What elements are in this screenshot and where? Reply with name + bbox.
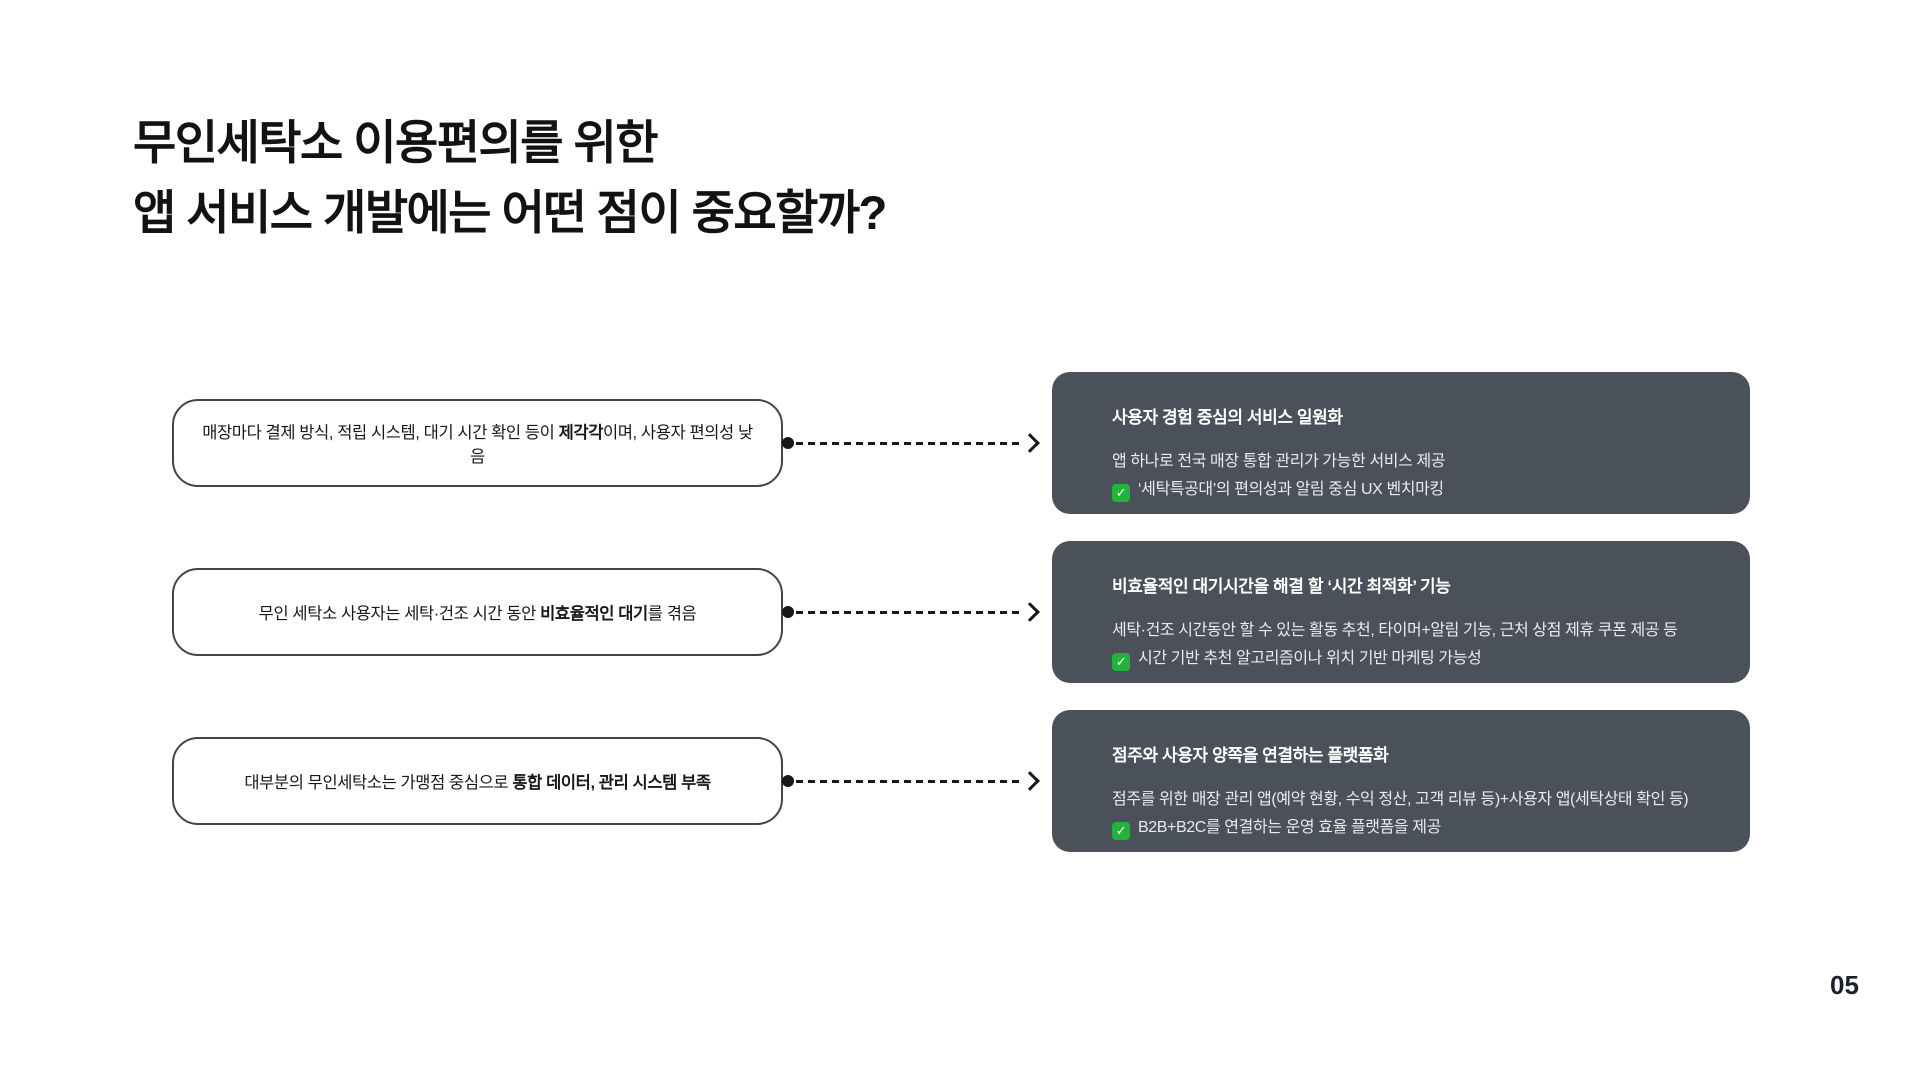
problem-card-3: 대부분의 무인세탁소는 가맹점 중심으로 통합 데이터, 관리 시스템 부족 <box>172 737 783 825</box>
problem-text-2: 무인 세탁소 사용자는 세탁·건조 시간 동안 비효율적인 대기를 겪음 <box>233 600 723 624</box>
dashed-line <box>796 779 1024 783</box>
mapping-row-3: 대부분의 무인세탁소는 가맹점 중심으로 통합 데이터, 관리 시스템 부족 점… <box>0 710 1920 852</box>
mapping-row-2: 무인 세탁소 사용자는 세탁·건조 시간 동안 비효율적인 대기를 겪음 비효율… <box>0 541 1920 683</box>
solution-line2-2: ✓ 시간 기반 추천 알고리즘이나 위치 기반 마케팅 가능성 <box>1112 645 1714 673</box>
problem-text-1: 매장마다 결제 방식, 적립 시스템, 대기 시간 확인 등이 제각각이며, 사… <box>174 419 781 467</box>
connector-dot-icon <box>782 606 794 618</box>
problem-2-bold: 비효율적인 대기 <box>540 605 648 623</box>
problem-1-post: 이며, 사용자 편의성 낮음 <box>470 424 753 466</box>
problem-card-2: 무인 세탁소 사용자는 세탁·건조 시간 동안 비효율적인 대기를 겪음 <box>172 568 783 656</box>
solution-line1-2: 세탁·건조 시간동안 할 수 있는 활동 추천, 타이머+알림 기능, 근처 상… <box>1112 622 1678 639</box>
connector-1 <box>782 372 1040 514</box>
dashed-line <box>796 441 1024 445</box>
dashed-line <box>796 610 1024 614</box>
problem-3-pre: 대부분의 무인세탁소는 가맹점 중심으로 <box>244 774 513 792</box>
problem-text-3: 대부분의 무인세탁소는 가맹점 중심으로 통합 데이터, 관리 시스템 부족 <box>218 769 736 793</box>
check-icon: ✓ <box>1112 653 1130 671</box>
arrow-head-icon <box>1020 433 1040 453</box>
arrow-head-icon <box>1020 602 1040 622</box>
solution-heading-1: 사용자 경험 중심의 서비스 일원화 <box>1112 408 1343 427</box>
problem-1-pre: 매장마다 결제 방식, 적립 시스템, 대기 시간 확인 등이 <box>202 424 559 442</box>
solution-heading-2: 비효율적인 대기시간을 해결 할 ‘시간 최적화’ 기능 <box>1112 577 1451 596</box>
connector-dot-icon <box>782 437 794 449</box>
solution-panel-1: 사용자 경험 중심의 서비스 일원화 앱 하나로 전국 매장 통합 관리가 가능… <box>1052 372 1750 514</box>
solution-line1-1: 앱 하나로 전국 매장 통합 관리가 가능한 서비스 제공 <box>1112 453 1446 470</box>
connector-dot-icon <box>782 775 794 787</box>
problem-card-1: 매장마다 결제 방식, 적립 시스템, 대기 시간 확인 등이 제각각이며, 사… <box>172 399 783 487</box>
mapping-row-1: 매장마다 결제 방식, 적립 시스템, 대기 시간 확인 등이 제각각이며, 사… <box>0 372 1920 514</box>
solution-line2-1-text: ‘세탁특공대’의 편의성과 알림 중심 UX 벤치마킹 <box>1138 481 1444 498</box>
slide-title-line1: 무인세탁소 이용편의를 위한 <box>133 116 659 169</box>
solution-line2-3: ✓ B2B+B2C를 연결하는 운영 효율 플랫폼을 제공 <box>1112 814 1714 842</box>
problem-2-pre: 무인 세탁소 사용자는 세탁·건조 시간 동안 <box>258 605 541 623</box>
connector-3 <box>782 710 1040 852</box>
slide-title-line2: 앱 서비스 개발에는 어떤 점이 중요할까? <box>133 186 887 239</box>
solution-line2-1: ✓ ‘세탁특공대’의 편의성과 알림 중심 UX 벤치마킹 <box>1112 476 1714 504</box>
solution-line1-3: 점주를 위한 매장 관리 앱(예약 현황, 수익 정산, 고객 리뷰 등)+사용… <box>1112 791 1689 808</box>
solution-panel-3: 점주와 사용자 양쪽을 연결하는 플랫폼화 점주를 위한 매장 관리 앱(예약 … <box>1052 710 1750 852</box>
arrow-head-icon <box>1020 771 1040 791</box>
connector-2 <box>782 541 1040 683</box>
solution-panel-2: 비효율적인 대기시간을 해결 할 ‘시간 최적화’ 기능 세탁·건조 시간동안 … <box>1052 541 1750 683</box>
problem-1-bold: 제각각 <box>558 424 604 442</box>
problem-3-bold: 통합 데이터, 관리 시스템 부족 <box>512 774 711 792</box>
check-icon: ✓ <box>1112 484 1130 502</box>
page-number: 05 <box>1830 970 1859 1000</box>
solution-heading-3: 점주와 사용자 양쪽을 연결하는 플랫폼화 <box>1112 746 1389 765</box>
check-icon: ✓ <box>1112 822 1130 840</box>
problem-2-post: 를 겪음 <box>647 605 697 623</box>
solution-line2-2-text: 시간 기반 추천 알고리즘이나 위치 기반 마케팅 가능성 <box>1138 650 1482 667</box>
solution-line2-3-text: B2B+B2C를 연결하는 운영 효율 플랫폼을 제공 <box>1138 819 1441 836</box>
